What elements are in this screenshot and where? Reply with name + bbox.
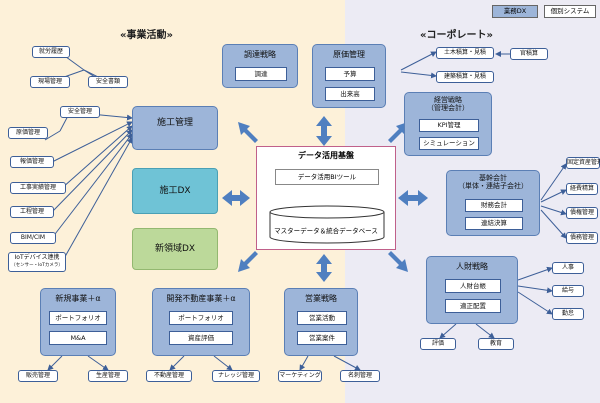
simulation: シミュレーション (419, 137, 479, 150)
cost-title: 原価管理 (333, 50, 365, 59)
sales-deals: 営業案件 (297, 331, 347, 345)
new-business-title: 新規事業＋α (55, 294, 101, 303)
system-real-estate-management: 不動産管理 (146, 370, 192, 382)
system-iot-device: IoTデバイス連携 （センサー・IoTカメラ） (8, 252, 66, 272)
system-production-management: 生産管理 (88, 370, 128, 382)
construction-management-title: 施工管理 (156, 118, 193, 128)
procurement-strategy-group: 調達戦略 調達 (222, 44, 298, 88)
bi-tool: データ活用BIツール (275, 169, 379, 185)
system-sales-management: 販売管理 (18, 370, 58, 382)
management-title: 経営戦略 （管理会計） (427, 96, 469, 112)
system-fixed-assets: 固定資産管理 (566, 157, 600, 169)
iot-label: IoTデバイス連携 (14, 254, 60, 261)
sales-title: 営業戦略 (305, 294, 337, 303)
procurement-title: 調達戦略 (244, 50, 276, 59)
system-cost-management: 原価管理 (8, 127, 48, 139)
system-schedule-management: 工程管理 (10, 206, 54, 218)
system-expenses: 経費精算 (566, 183, 598, 195)
cost-budget: 予算 (325, 67, 375, 81)
new-business-group: 新規事業＋α ポートフォリオ M&A (40, 288, 116, 356)
procurement-item: 調達 (235, 67, 287, 81)
real-estate-group: 開発不動産事業＋α ポートフォリオ 資産評価 (152, 288, 250, 356)
hr-ledger: 人財台帳 (445, 279, 501, 293)
system-marketing: マーケティング (278, 370, 322, 382)
system-site-management: 現場管理 (30, 76, 70, 88)
construction-management-group: 施工管理 (132, 106, 218, 150)
system-knowledge-management: ナレッジ管理 (212, 370, 260, 382)
asset-valuation: 資産評価 (169, 331, 233, 345)
system-safety-documents: 安全書類 (88, 76, 128, 88)
system-price-management: 報価管理 (10, 156, 54, 168)
data-platform-title: データ活用基盤 (298, 151, 354, 160)
system-payables: 債務管理 (566, 232, 598, 244)
system-business-card: 名刺管理 (340, 370, 380, 382)
system-bim-cim: BIM/CIM (10, 232, 56, 244)
system-attendance: 勤怠 (552, 308, 584, 320)
construction-dx-box: 施工DX (132, 168, 218, 214)
core-accounting-group: 基幹会計 （単体・連結子会社） 財務会計 連結決算 (446, 170, 540, 236)
system-education: 教育 (478, 338, 514, 350)
data-platform: データ活用基盤 データ活用BIツール マスターデータ＆統合データベース (256, 146, 396, 250)
system-building-estimate: 建築積算・見積 (436, 71, 494, 83)
new-domain-dx-box: 新領域DX (132, 228, 218, 270)
sales-activities: 営業活動 (297, 311, 347, 325)
iot-sublabel: （センサー・IoTカメラ） (11, 263, 63, 268)
financial-accounting: 財務会計 (465, 199, 523, 212)
database-icon (269, 205, 385, 244)
database-label: マスターデータ＆統合データベース (274, 227, 378, 235)
system-work-history: 就労履歴 (32, 46, 70, 58)
kpi-management: KPI管理 (419, 119, 479, 132)
legend-individual-system: 個別システム (544, 5, 596, 18)
system-civil-estimate: 土木積算・見積 (436, 47, 494, 59)
hr-strategy-group: 人財戦略 人財台帳 適正配置 (426, 256, 518, 324)
real-estate-title: 開発不動産事業＋α (166, 294, 236, 303)
real-estate-portfolio: ポートフォリオ (169, 311, 233, 325)
system-payroll: 給与 (552, 285, 584, 297)
management-strategy-group: 経営戦略 （管理会計） KPI管理 シミュレーション (404, 92, 492, 156)
system-government-estimate: 官積算 (510, 48, 548, 60)
optimal-placement: 適正配置 (445, 299, 501, 313)
consolidated-settlement: 連結決算 (465, 217, 523, 230)
cost-management-group: 原価管理 予算 出来高 (312, 44, 386, 108)
system-construction-records: 工事実績管理 (10, 182, 66, 194)
system-safety-management: 安全管理 (60, 106, 100, 118)
new-business-portfolio: ポートフォリオ (49, 311, 107, 325)
data-flow-arrows (222, 116, 428, 282)
sales-strategy-group: 営業戦略 営業活動 営業案件 (284, 288, 358, 356)
business-section-title: «事業活動» (120, 30, 173, 41)
corporate-section-title: «コーポレート» (420, 30, 493, 41)
system-personnel: 人事 (552, 262, 584, 274)
m-and-a: M&A (49, 331, 107, 345)
system-receivables: 債権管理 (566, 207, 598, 219)
cost-progress: 出来高 (325, 87, 375, 101)
system-evaluation: 評価 (420, 338, 456, 350)
legend-business-dx: 業務DX (492, 5, 538, 18)
accounting-title: 基幹会計 （単体・連結子会社） (458, 174, 528, 190)
hr-title: 人財戦略 (456, 262, 488, 271)
